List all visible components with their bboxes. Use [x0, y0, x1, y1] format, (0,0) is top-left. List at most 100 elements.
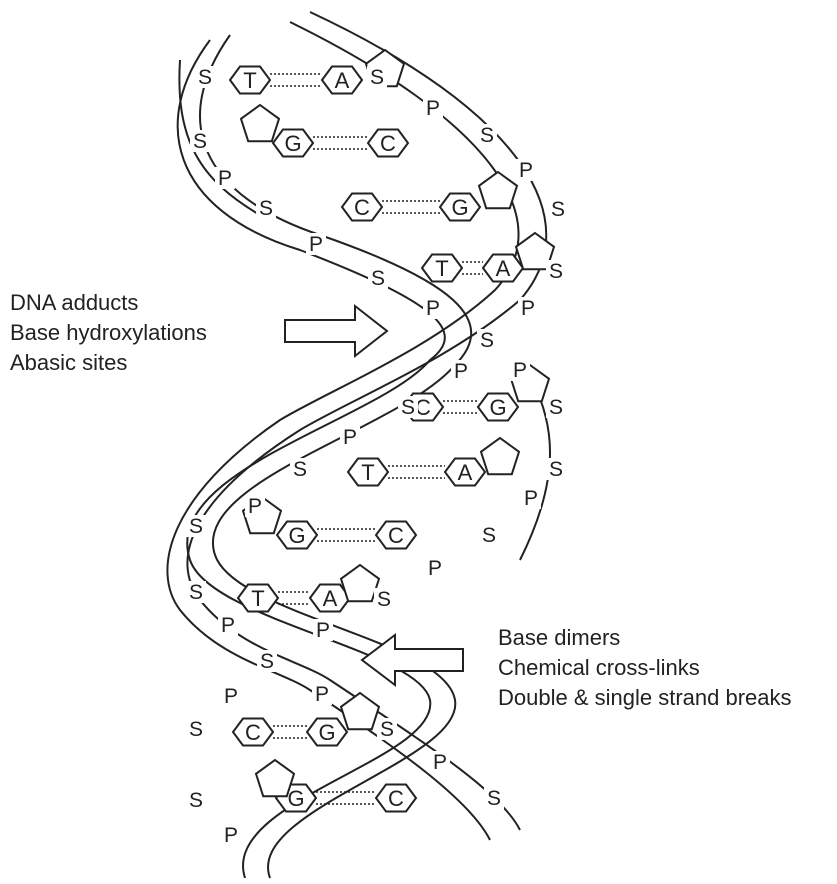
base-pair: TA: [238, 565, 379, 612]
backbone-letter: P: [521, 297, 535, 320]
sugar-label: S: [186, 789, 206, 812]
base-letter-left: T: [251, 586, 264, 611]
backbone-letter: S: [480, 329, 494, 352]
phosphate-label: P: [215, 167, 235, 190]
phosphate-label: P: [516, 159, 536, 182]
base-letter-left: C: [245, 720, 261, 745]
backbone-letter: S: [370, 66, 384, 89]
sugar-label: S: [398, 396, 418, 419]
sugar-pentagon: [479, 172, 517, 208]
base-pair: TA: [422, 233, 554, 282]
backbone-letter: P: [426, 297, 440, 320]
base-letter-right: A: [335, 68, 350, 93]
base-letter-left: C: [354, 195, 370, 220]
phosphate-label: P: [425, 557, 445, 580]
backbone-letter: P: [316, 619, 330, 642]
sugar-label: S: [377, 718, 397, 741]
base-letter-right: G: [451, 195, 468, 220]
backbone-letter: S: [549, 396, 563, 419]
backbone-letter: P: [224, 685, 238, 708]
sugar-label: S: [257, 650, 277, 673]
sugar-label: S: [484, 787, 504, 810]
base-letter-left: T: [361, 460, 374, 485]
phosphate-label: P: [423, 297, 443, 320]
base-letter-right: G: [489, 395, 506, 420]
base-letter-right: C: [388, 523, 404, 548]
base-letter-left: G: [287, 786, 304, 811]
backbone-letter: P: [224, 824, 238, 847]
damage-labels-right: Base dimers Chemical cross-links Double …: [498, 623, 792, 713]
base-letter-right: G: [318, 720, 335, 745]
sugar-label: S: [546, 260, 566, 283]
phosphate-label: P: [245, 495, 265, 518]
phosphate-label: P: [312, 683, 332, 706]
backbone-letter: P: [221, 614, 235, 637]
sugar-label: S: [479, 524, 499, 547]
backbone-letter: S: [377, 588, 391, 611]
backbone-letter: P: [513, 359, 527, 382]
sugar-label: S: [186, 581, 206, 604]
sugar-pentagon: [481, 438, 519, 474]
label-dna-adducts: DNA adducts: [10, 288, 207, 318]
sugar-label: S: [546, 396, 566, 419]
phosphate-label: P: [221, 824, 241, 847]
phosphate-label: P: [423, 97, 443, 120]
backbone-letter: S: [193, 130, 207, 153]
label-abasic-sites: Abasic sites: [10, 348, 207, 378]
damage-labels-left: DNA adducts Base hydroxylations Abasic s…: [10, 288, 207, 378]
backbone-letter: P: [433, 751, 447, 774]
backbone-letter: S: [549, 458, 563, 481]
sugar-label: S: [256, 197, 276, 220]
phosphate-label: P: [221, 685, 241, 708]
phosphate-label: P: [521, 487, 541, 510]
sugar-label: S: [477, 329, 497, 352]
backbone-letter: P: [524, 487, 538, 510]
right-pointing-arrow: [285, 306, 387, 356]
backbone-letter: S: [401, 396, 415, 419]
phosphate-label: P: [430, 751, 450, 774]
label-base-hydroxylations: Base hydroxylations: [10, 318, 207, 348]
sugar-label: S: [368, 267, 388, 290]
sugar-label: S: [186, 718, 206, 741]
backbone-letter: S: [189, 718, 203, 741]
backbone-letter: P: [428, 557, 442, 580]
base-letter-left: T: [243, 68, 256, 93]
backbone-letter: P: [454, 360, 468, 383]
backbone-letter: P: [343, 426, 357, 449]
backbone-letter: S: [259, 197, 273, 220]
base-letter-right: C: [380, 131, 396, 156]
sugar-pentagon: [241, 105, 279, 141]
sugar-label: S: [546, 458, 566, 481]
phosphate-label: P: [340, 426, 360, 449]
sugar-label: S: [367, 66, 387, 89]
base-letter-right: C: [388, 786, 404, 811]
backbone-letter: S: [480, 124, 494, 147]
phosphate-label: P: [451, 360, 471, 383]
sugar-label: S: [548, 198, 568, 221]
backbone-letter: S: [293, 458, 307, 481]
backbone-letter: S: [549, 260, 563, 283]
backbone-letter: S: [551, 198, 565, 221]
base-letter-left: G: [288, 523, 305, 548]
backbone-letter: P: [426, 97, 440, 120]
base-letter-right: A: [323, 586, 338, 611]
base-letter-right: A: [496, 256, 511, 281]
backbone-letter: S: [380, 718, 394, 741]
sugar-label: S: [195, 66, 215, 89]
backbone-letter: S: [189, 515, 203, 538]
backbone-letter: P: [248, 495, 262, 518]
label-strand-breaks: Double & single strand breaks: [498, 683, 792, 713]
backbone-letter: P: [519, 159, 533, 182]
backbone-letter: S: [260, 650, 274, 673]
backbone-letter: P: [218, 167, 232, 190]
strand-a-edge-outer: [178, 40, 445, 878]
backbone-letter: S: [482, 524, 496, 547]
phosphate-label: P: [306, 233, 326, 256]
